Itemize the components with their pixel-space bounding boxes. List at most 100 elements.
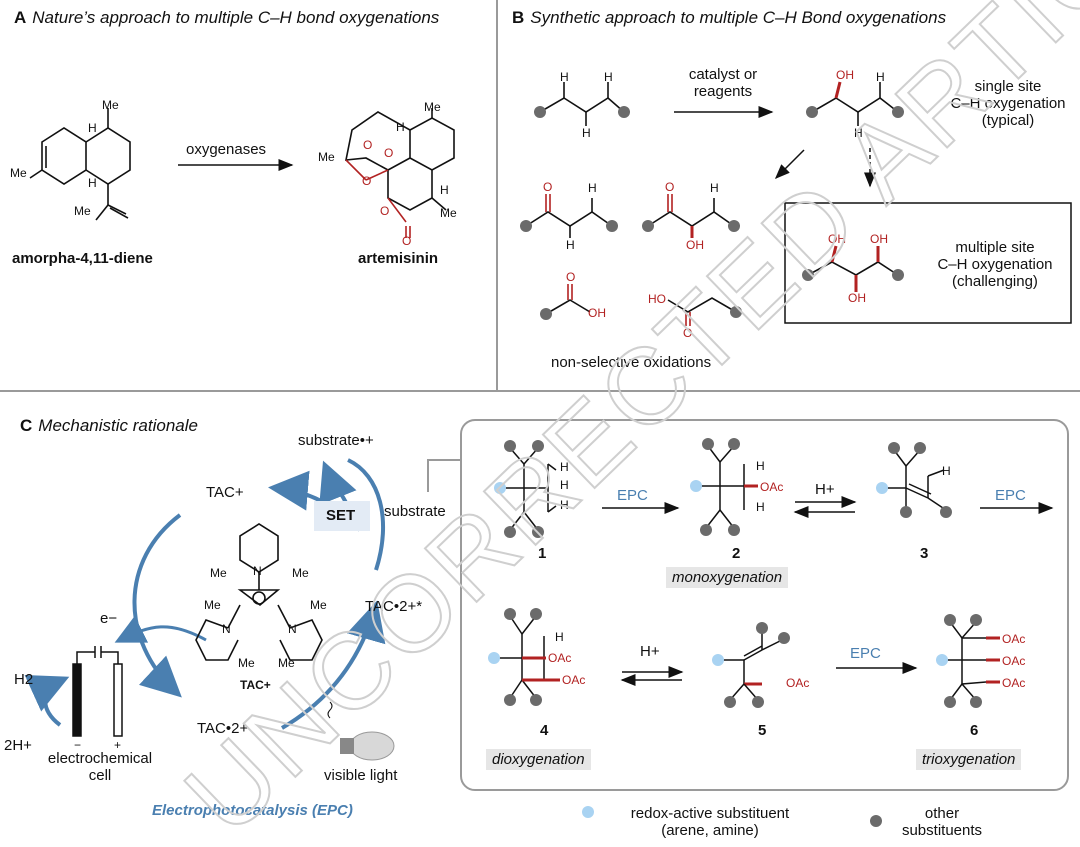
tac-me-3: Me xyxy=(204,598,221,612)
two-h-plus-label: 2H+ xyxy=(4,737,32,754)
c2-h-2: H xyxy=(756,500,765,514)
artemisinin-o-2: O xyxy=(384,146,394,160)
artemisinin-me-right: Me xyxy=(440,206,457,220)
substrate-label: substrate xyxy=(384,503,446,520)
artemisinin-me-left: Me xyxy=(318,150,335,164)
amorpha-h-top: H xyxy=(88,121,97,135)
tac-n-top: N xyxy=(253,564,262,578)
c5-oac: OAc xyxy=(786,676,810,690)
amorpha-me-bottom: Me xyxy=(74,204,91,218)
monoxygenation-label: monoxygenation xyxy=(666,567,789,588)
tac-me-2: Me xyxy=(292,566,309,580)
redox-active-dots xyxy=(488,480,948,818)
hydroxyketone-h: H xyxy=(710,181,719,195)
multisite-box xyxy=(784,202,1072,324)
propionic-ho: HO xyxy=(648,292,666,306)
amorpha-me-top: Me xyxy=(102,98,119,112)
single-line-1: single site xyxy=(974,78,1042,95)
single-h-1: H xyxy=(876,70,885,84)
c1-h-3: H xyxy=(560,498,569,512)
other-substituent-dots xyxy=(504,438,982,827)
c1-h-1: H xyxy=(560,460,569,474)
tac-structure xyxy=(195,523,323,661)
amorpha-me-left: Me xyxy=(10,166,27,180)
legend-redox-line-2: (arene, amine) xyxy=(661,822,759,839)
set-box xyxy=(314,501,370,531)
tac-n-right: N xyxy=(288,622,297,636)
electrochemical-cell xyxy=(72,646,123,737)
tac-dication-label: TAC•2+ xyxy=(197,720,249,737)
tac-me-6: Me xyxy=(278,656,295,670)
h-plus-label-2: H+ xyxy=(640,643,660,660)
acid-o: O xyxy=(566,270,576,284)
compound-4-structure xyxy=(496,615,560,699)
tac-me-5: Me xyxy=(238,656,255,670)
hydroxyketone-oh: OH xyxy=(686,238,704,252)
legend-redox-line-1: redox-active substituent xyxy=(630,805,790,822)
cathode-minus: − xyxy=(74,738,82,752)
butane-h-3: H xyxy=(582,126,591,140)
ketone-o: O xyxy=(543,180,553,194)
artemisinin-name: artemisinin xyxy=(358,250,439,267)
epc-title: Electrophotocatalysis (EPC) xyxy=(152,802,353,819)
h2-label: H2 xyxy=(14,671,34,688)
multi-oh-2: OH xyxy=(870,232,888,246)
panel-c-letter: C xyxy=(20,416,33,435)
multi-oh-1: OH xyxy=(828,232,846,246)
electron-arrow xyxy=(114,615,207,643)
substrate-radical-cation: substrate•+ xyxy=(298,432,374,449)
artemisinin-me-top: Me xyxy=(424,100,441,114)
single-line-2: C–H oxygenation xyxy=(950,95,1066,112)
compound-2-number: 2 xyxy=(732,545,741,562)
compound-6-number: 6 xyxy=(970,722,979,739)
butane-h-1: H xyxy=(560,70,569,84)
artemisinin-h-top: H xyxy=(396,120,405,134)
acetic-acid-structure xyxy=(545,284,591,315)
legend-redox: redox-active substituent(arene, amine) xyxy=(610,805,810,839)
artemisinin-o-1: O xyxy=(363,138,373,152)
compound-5-structure xyxy=(720,630,783,701)
compound-5-number: 5 xyxy=(758,722,767,739)
trioxygenation-label: trioxygenation xyxy=(916,749,1022,770)
c1-h-2: H xyxy=(560,478,569,492)
propionic-o: O xyxy=(683,326,693,340)
multi-line-2: C–H oxygenation xyxy=(937,256,1053,273)
compound-1-number: 1 xyxy=(538,545,547,562)
artemisinin-h-right: H xyxy=(440,183,449,197)
mechanism-box xyxy=(460,419,1069,791)
multi-oxidized-structure xyxy=(807,245,899,292)
ketone-structure xyxy=(525,194,613,238)
hydroxyketone-o: O xyxy=(665,180,675,194)
cell-line-2: cell xyxy=(88,767,112,784)
panel-b-title: Synthetic approach to multiple C–H Bond … xyxy=(530,8,947,27)
oxygenases-label: oxygenases xyxy=(186,141,267,158)
tac-excited-label: TAC•2+* xyxy=(365,598,423,615)
tac-me-4: Me xyxy=(310,598,327,612)
panel-b-dots xyxy=(520,106,904,320)
c6-oac-3: OAc xyxy=(1002,676,1026,690)
cell-line-1: electrochemical xyxy=(47,750,153,767)
epc-label-2: EPC xyxy=(995,487,1026,504)
reduction-arc xyxy=(132,513,182,698)
artemisinin-o-3: O xyxy=(362,174,372,188)
amorphadiene-structure xyxy=(29,108,131,221)
artemisinin-o-5: O xyxy=(402,234,412,248)
panel-c-title: Mechanistic rationale xyxy=(38,416,198,435)
h2-arrow xyxy=(24,675,70,727)
anode-plus: + xyxy=(114,738,122,752)
compound-1-structure xyxy=(504,447,557,531)
compound-3-structure xyxy=(886,449,947,511)
c6-oac-1: OAc xyxy=(1002,632,1026,646)
visible-light-label: visible light xyxy=(324,767,398,784)
h-plus-label-1: H+ xyxy=(815,481,835,498)
butane-h-2: H xyxy=(604,70,613,84)
amorpha-h-bottom: H xyxy=(88,176,97,190)
ketone-h-2: H xyxy=(566,238,575,252)
set-arc-upper xyxy=(347,458,385,571)
nonselective-arrow xyxy=(774,149,805,180)
c3-h: H xyxy=(942,464,951,478)
legend-other-line-1: other xyxy=(924,805,960,822)
